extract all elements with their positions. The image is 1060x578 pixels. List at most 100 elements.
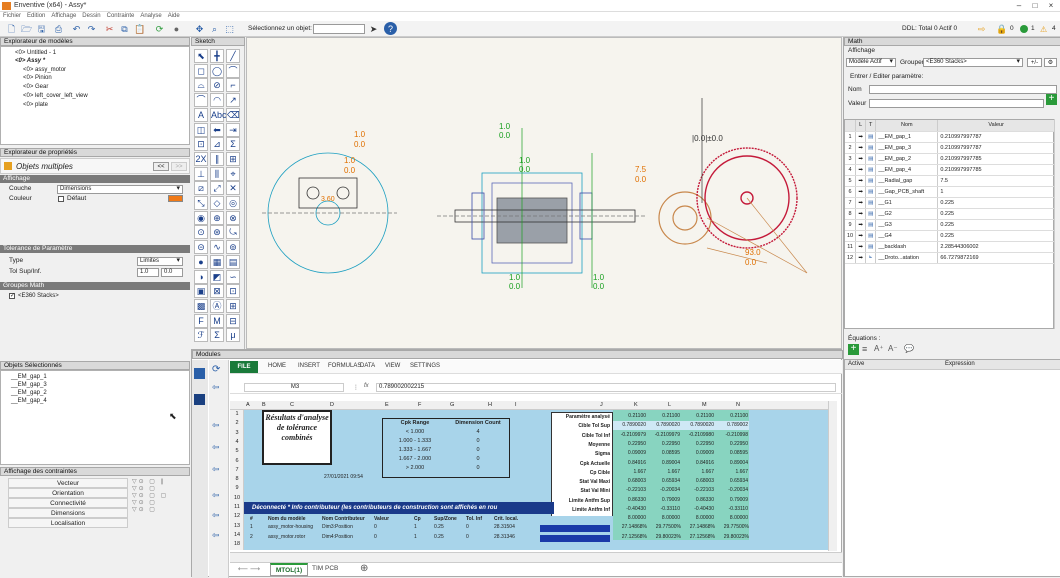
gap-value-cell[interactable]: 0.22950: [661, 440, 680, 447]
gap-value-cell[interactable]: 0.68003: [695, 478, 714, 485]
sketch-tool-icon[interactable]: ⊞: [226, 151, 240, 166]
sketch-tool-icon[interactable]: ⌓: [194, 78, 208, 93]
arrow-left-icon[interactable]: ⇦: [212, 442, 220, 452]
link-arrow-icon[interactable]: ➡: [855, 142, 867, 154]
link-arrow-icon[interactable]: ➡: [855, 175, 867, 187]
link-arrow-icon[interactable]: ➡: [855, 208, 867, 220]
column-header[interactable]: E: [385, 402, 389, 408]
sketch-tool-icon[interactable]: ⊛: [210, 225, 224, 240]
link-arrow-icon[interactable]: ➡: [855, 252, 867, 264]
row-header[interactable]: 13: [233, 522, 241, 529]
gap-value-cell[interactable]: 0.89004: [729, 459, 748, 466]
add-param-button[interactable]: +: [1046, 94, 1057, 105]
gap-value-cell[interactable]: 0.65934: [661, 478, 680, 485]
gap-value-cell[interactable]: 8.00000: [695, 515, 714, 522]
selected-item[interactable]: __EM_gap_4: [11, 398, 47, 404]
sketch-tool-icon[interactable]: ⤡: [194, 196, 208, 210]
dim-label[interactable]: 93.0: [745, 248, 761, 257]
gap-value-cell[interactable]: -0.40430: [694, 506, 714, 512]
select-object-input[interactable]: [313, 24, 365, 34]
gap-value-cell[interactable]: -0.22103: [694, 487, 714, 494]
sheet-body[interactable]: Résultats d'analyse de tolérance combiné…: [244, 410, 828, 550]
gap-value-cell[interactable]: 8.00000: [729, 515, 748, 522]
sketch-tool-icon[interactable]: ℱ: [194, 328, 208, 343]
comment-icon[interactable]: 💬: [904, 344, 914, 353]
menu-item[interactable]: Affichage: [51, 13, 77, 19]
gap-value-cell[interactable]: 0.21100: [662, 413, 680, 419]
gap-value-cell[interactable]: 0.79009: [661, 496, 680, 503]
cell-ref-box[interactable]: M3: [244, 383, 344, 392]
gap-value-cell[interactable]: 0.789002: [715, 421, 749, 431]
arrow-left-icon[interactable]: ⇦: [212, 530, 220, 540]
module-icon[interactable]: [194, 368, 205, 379]
sketch-tool-icon[interactable]: ⊡: [194, 137, 208, 152]
sketch-tool-icon[interactable]: ◻: [194, 63, 208, 78]
arrow-left-icon[interactable]: ⇦: [212, 490, 220, 500]
tolerance-section[interactable]: Tolerance de Paramètre: [0, 245, 190, 253]
constraint-vecteur[interactable]: Vecteur: [8, 478, 128, 488]
couche-select[interactable]: Dimensions: [57, 185, 183, 194]
tol-inf-input[interactable]: 0.0: [161, 268, 183, 277]
column-header[interactable]: M: [702, 402, 707, 408]
zoom-icon[interactable]: ⌕: [211, 24, 218, 34]
dim-label[interactable]: 7.5: [635, 165, 647, 174]
param-type-icon[interactable]: ▤: [865, 131, 877, 143]
link-arrow-icon[interactable]: ➡: [855, 153, 867, 165]
ribbon-tab[interactable]: VIEW: [385, 363, 401, 369]
link-arrow-icon[interactable]: ➡: [855, 186, 867, 198]
column-header[interactable]: C: [290, 402, 294, 408]
sketch-tool-icon[interactable]: M: [210, 313, 224, 328]
save-icon[interactable]: 🖫: [37, 24, 46, 34]
name-input[interactable]: [869, 85, 1057, 94]
sketch-tool-icon[interactable]: ⊞: [226, 298, 240, 313]
font-up-icon[interactable]: A⁺: [874, 344, 884, 353]
dim-label[interactable]: 0.0: [519, 165, 531, 174]
sketch-tool-icon[interactable]: ✕: [226, 181, 240, 196]
row-header[interactable]: 4: [235, 438, 239, 445]
sketch-tool-icon[interactable]: ◩: [210, 269, 224, 284]
redo-icon[interactable]: ↷: [87, 24, 96, 34]
column-header[interactable]: G: [450, 402, 455, 408]
sketch-tool-icon[interactable]: ∿: [210, 240, 224, 255]
lock-icon[interactable]: 🔒: [996, 24, 1008, 34]
print-icon[interactable]: ⎙: [54, 24, 63, 34]
sketch-tool-icon[interactable]: ⌖: [226, 166, 240, 181]
gap-value-cell[interactable]: 0.21100: [628, 413, 646, 419]
ribbon-tab[interactable]: HOME: [268, 363, 286, 369]
tol-sup-input[interactable]: 1.0: [137, 268, 159, 277]
link-arrow-icon[interactable]: ➡: [855, 164, 867, 176]
ribbon-tab[interactable]: SETTINGS: [410, 363, 441, 369]
ribbon-tab[interactable]: FORMULAS: [328, 363, 362, 369]
sketch-tool-icon[interactable]: ╱: [226, 49, 240, 63]
dim-label[interactable]: 0.0: [745, 258, 757, 267]
param-type-icon[interactable]: ▤: [865, 175, 877, 187]
gap-value-cell[interactable]: 0.08595: [661, 450, 680, 457]
sketch-tool-icon[interactable]: ⊘: [210, 78, 224, 93]
arrow-left-icon[interactable]: ⇦: [212, 420, 220, 430]
paste-icon[interactable]: 📋: [134, 24, 146, 34]
settings-icon[interactable]: ⚙: [1044, 58, 1057, 67]
sketch-tool-icon[interactable]: ∥: [210, 151, 224, 166]
sketch-tool-icon[interactable]: ⇥: [226, 122, 240, 137]
param-type-icon[interactable]: ▤: [865, 142, 877, 154]
gap-value-cell[interactable]: 0.65934: [729, 478, 748, 485]
param-type-icon[interactable]: ▤: [865, 208, 877, 220]
column-header[interactable]: A: [246, 402, 250, 408]
link-arrow-icon[interactable]: ➡: [855, 131, 867, 143]
gap-value-cell[interactable]: 0.22950: [729, 440, 748, 447]
link-arrow-icon[interactable]: ➡: [855, 219, 867, 231]
constraint-toggles[interactable]: ▽⊙ ▢ ∥▽⊙ ▢▽⊙ ▢ ▢▽⊙ ▢▽⊙ ▢: [132, 479, 169, 513]
constraint-localisation[interactable]: Localisation: [8, 518, 128, 528]
module-icon[interactable]: [194, 394, 205, 405]
sketch-tool-icon[interactable]: ⊚: [226, 240, 240, 255]
row-header[interactable]: 18: [233, 541, 241, 548]
defaut-checkbox[interactable]: [58, 196, 64, 202]
gap-value-cell[interactable]: 0.68003: [627, 478, 646, 485]
sketch-tool-icon[interactable]: ⊿: [210, 137, 224, 152]
dim-label[interactable]: 1.0: [354, 130, 366, 139]
